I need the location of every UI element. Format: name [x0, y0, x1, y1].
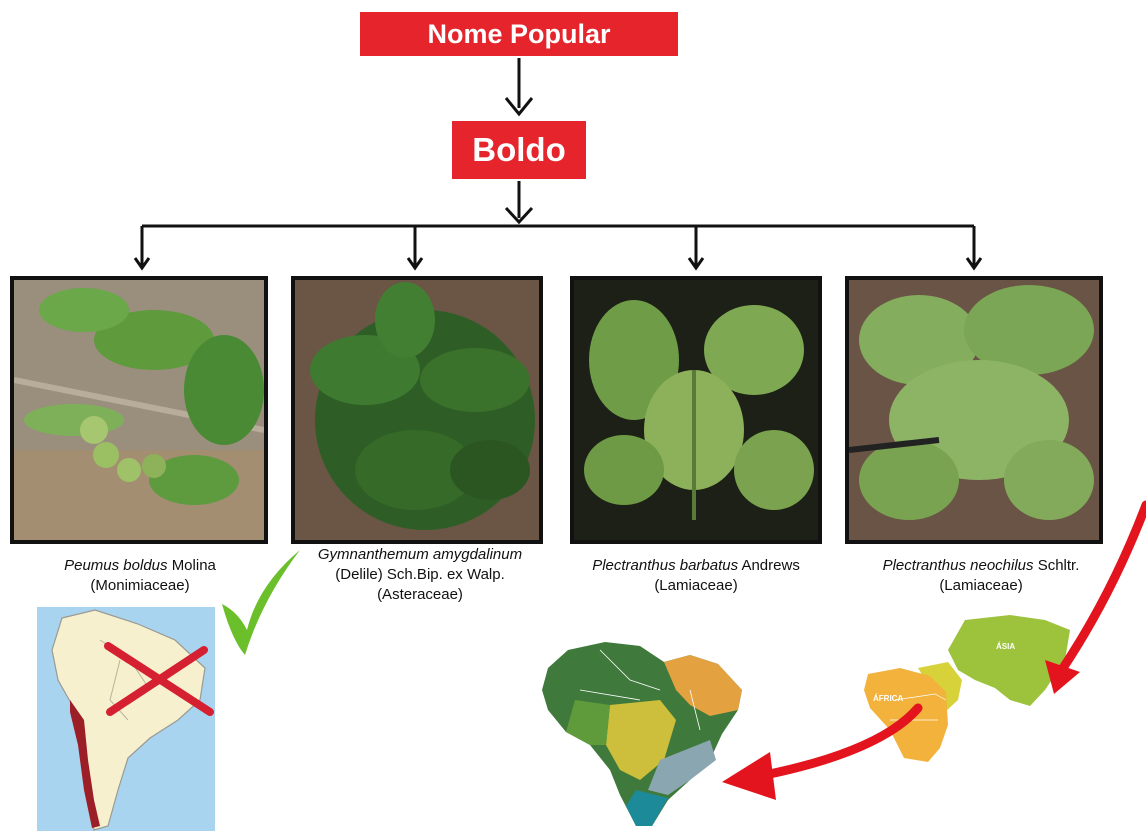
- green-check-icon: [222, 550, 300, 655]
- arrow-africa-to-brazil: [755, 703, 923, 781]
- arrow-root-to-boldo: [504, 58, 534, 117]
- species-name: Plectranthus barbatus: [592, 557, 739, 574]
- species-family: (Lamiaceae): [939, 577, 1023, 594]
- arrow-asia-from-east: [1050, 500, 1146, 685]
- species-name: Peumus boldus: [64, 557, 168, 574]
- photo-plectranthus-barbatus: [570, 276, 822, 544]
- brazil-map: [542, 642, 742, 826]
- photo-peumus-boldus: [10, 276, 268, 544]
- species-family: (Monimiaceae): [90, 577, 190, 594]
- photo-gymnanthemum: [291, 276, 543, 544]
- species-author: Andrews: [741, 557, 800, 574]
- cross-mark-icon: [104, 642, 214, 716]
- species-author: Schltr.: [1037, 557, 1080, 574]
- popular-name-heading: Nome Popular: [360, 12, 678, 56]
- boldo-label: Boldo: [452, 121, 586, 179]
- photo-plectranthus-neochilus: [845, 276, 1103, 544]
- africa-asia-map: [864, 615, 1070, 762]
- branch-arrows: [133, 226, 983, 271]
- caption-gymnanthemum: Gymnanthemum amygdalinum (Delile) Sch.Bi…: [285, 545, 555, 605]
- caption-plectranthus-barbatus: Plectranthus barbatus Andrews (Lamiaceae…: [556, 556, 836, 596]
- species-author: Molina: [171, 557, 216, 574]
- south-america-map: [37, 607, 215, 831]
- species-family: (Lamiaceae): [654, 577, 738, 594]
- caption-plectranthus-neochilus: Plectranthus neochilus Schltr. (Lamiacea…: [846, 556, 1116, 596]
- caption-peumus-boldus: Peumus boldus Molina (Monimiaceae): [20, 556, 260, 596]
- arrow-boldo-to-branch: [504, 181, 534, 225]
- dispersal-arrows: [722, 500, 1146, 800]
- africa-label: ÁFRICA: [873, 694, 904, 703]
- species-name: Gymnanthemum amygdalinum: [317, 546, 523, 563]
- asia-label: ÁSIA: [996, 642, 1016, 651]
- species-family: (Asteraceae): [377, 586, 463, 603]
- species-author: (Delile) Sch.Bip. ex Walp.: [335, 566, 505, 583]
- species-name: Plectranthus neochilus: [882, 557, 1034, 574]
